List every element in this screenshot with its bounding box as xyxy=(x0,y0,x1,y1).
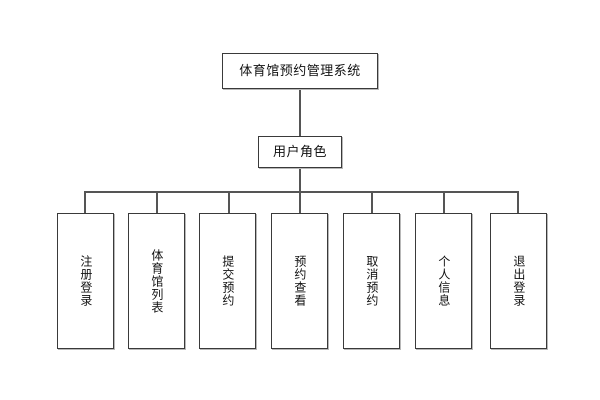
node-user-role-label: 用户角色 xyxy=(272,144,327,160)
node-leaf-personal-info[interactable]: 个人信息 xyxy=(415,213,472,349)
connector-bus-to-leaf-1 xyxy=(84,191,86,213)
node-leaf-view-booking[interactable]: 预约查看 xyxy=(271,213,328,349)
connector-bus-to-leaf-3 xyxy=(228,191,230,213)
node-leaf-register-login[interactable]: 注册登录 xyxy=(57,213,114,349)
node-leaf-label: 提交预约 xyxy=(220,255,235,307)
connector-horizontal-bus xyxy=(85,191,519,193)
node-root-label: 体育馆预约管理系统 xyxy=(239,63,361,79)
connector-bus-to-leaf-7 xyxy=(517,191,519,213)
node-leaf-logout[interactable]: 退出登录 xyxy=(490,213,547,349)
connector-bus-to-leaf-4 xyxy=(299,191,301,213)
node-user-role[interactable]: 用户角色 xyxy=(258,136,342,168)
node-leaf-label: 预约查看 xyxy=(292,255,307,307)
connector-bus-to-leaf-6 xyxy=(443,191,445,213)
connector-bus-to-leaf-5 xyxy=(371,191,373,213)
connector-role-to-bus xyxy=(299,168,301,192)
connector-bus-to-leaf-2 xyxy=(156,191,158,213)
node-leaf-cancel-booking[interactable]: 取消预约 xyxy=(343,213,400,349)
connector-root-to-role xyxy=(299,89,301,136)
node-leaf-label: 体育馆列表 xyxy=(149,248,164,314)
node-root-system[interactable]: 体育馆预约管理系统 xyxy=(222,53,378,89)
node-leaf-label: 退出登录 xyxy=(511,255,526,307)
node-leaf-label: 个人信息 xyxy=(436,255,451,307)
node-leaf-submit-booking[interactable]: 提交预约 xyxy=(199,213,256,349)
node-leaf-label: 注册登录 xyxy=(78,255,93,307)
node-leaf-label: 取消预约 xyxy=(364,255,379,307)
node-leaf-gym-list[interactable]: 体育馆列表 xyxy=(128,213,185,349)
